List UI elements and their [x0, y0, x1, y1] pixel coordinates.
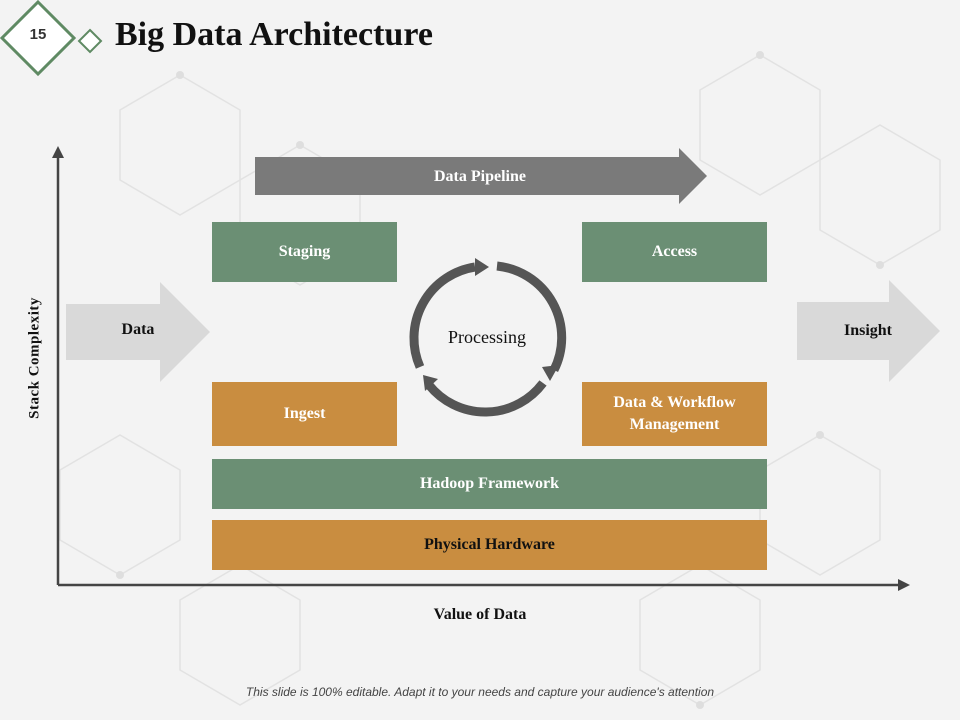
x-axis-label: Value of Data	[433, 606, 527, 623]
y-axis-arrowhead	[52, 146, 64, 158]
pipeline-arrow	[255, 148, 707, 204]
processing-label: Processing	[448, 327, 526, 347]
slide-title: Big Data Architecture	[115, 16, 433, 53]
workflow-label: Data & Workflow Management	[613, 394, 736, 433]
workflow-box: Data & Workflow Management	[582, 382, 767, 446]
hadoop-framework-label: Hadoop Framework	[419, 475, 560, 493]
x-axis-arrowhead	[898, 579, 910, 591]
slide-number-badge: 15	[0, 0, 110, 80]
insight-output-label: Insight	[843, 322, 893, 339]
physical-hardware-label: Physical Hardware	[424, 536, 555, 554]
slide-number: 15	[29, 26, 47, 43]
staging-label: Staging	[278, 243, 331, 261]
footer-note: This slide is 100% editable. Adapt it to…	[245, 685, 715, 699]
staging-box: Staging	[212, 222, 397, 282]
processing-cycle-icon	[409, 258, 567, 417]
access-box: Access	[582, 222, 767, 282]
data-input-arrow	[66, 282, 210, 382]
physical-hardware-box: Physical Hardware	[212, 520, 767, 570]
access-label: Access	[651, 243, 698, 261]
y-axis-label: Stack Complexity	[26, 297, 43, 419]
pipeline-label: Data Pipeline	[434, 168, 526, 185]
ingest-label: Ingest	[283, 405, 326, 423]
hadoop-framework-box: Hadoop Framework	[212, 459, 767, 509]
data-input-label: Data	[121, 321, 155, 338]
ingest-box: Ingest	[212, 382, 397, 446]
insight-output-arrow	[797, 280, 940, 382]
